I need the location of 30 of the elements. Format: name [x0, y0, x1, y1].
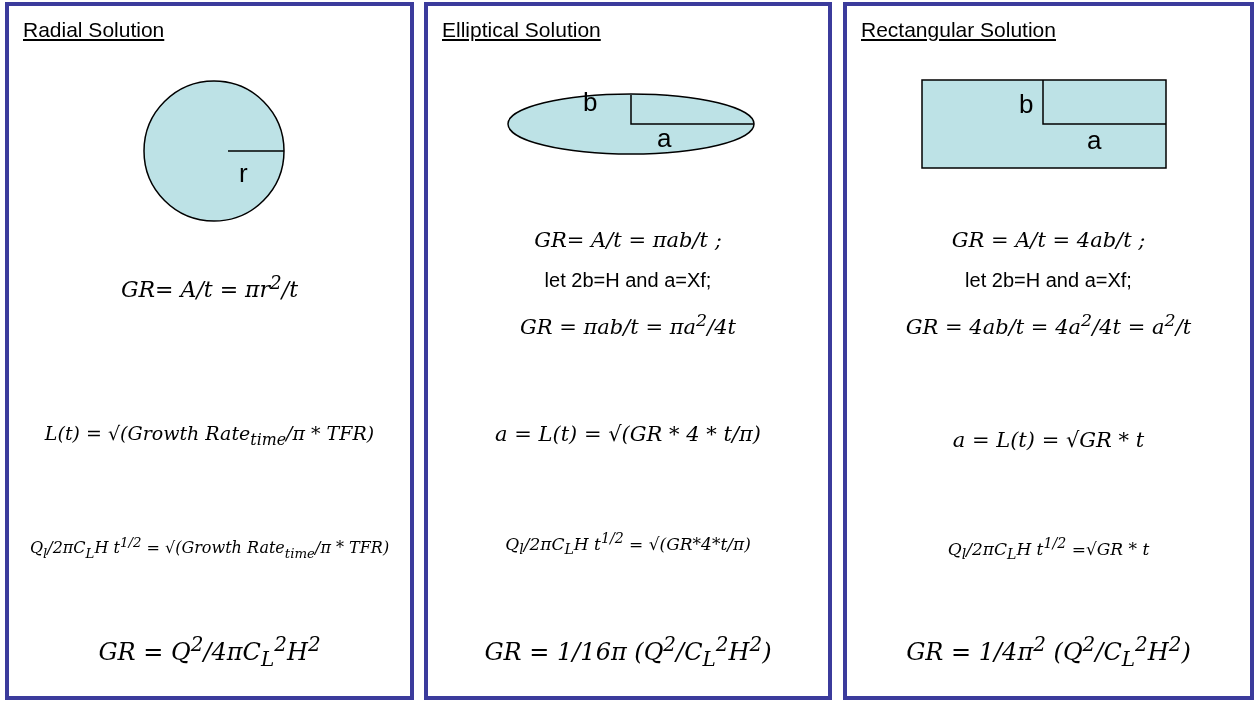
- rect-shape: [921, 79, 1167, 169]
- solution-panel: [5, 2, 414, 700]
- equation-text: L(t) = √(Growth Rate$_{time}$/π * TFR): [44, 422, 375, 449]
- equation-text: GR = 1/16π (Q$^{2}$/C$_{L}$$^{2}$H$^{2}$): [484, 632, 772, 671]
- solution-panel: [843, 2, 1254, 700]
- dimension-label: a: [1087, 127, 1102, 153]
- equation-text: GR= A/t = πr$^{2}$/t: [120, 272, 298, 303]
- note-text: let 2b=H and a=Xf;: [544, 269, 712, 292]
- equation-text: Q$_{l}$/2πC$_{L}$H t$^{1/2}$ =√GR * t: [947, 535, 1150, 563]
- equation-text: GR = Q$^{2}$/4πC$_{L}$$^{2}$H$^{2}$: [98, 632, 321, 671]
- equation-text: GR= A/t = πab/t ;: [534, 228, 722, 252]
- panel-title: Elliptical Solution: [442, 18, 601, 42]
- equation-text: Q$_{l}$/2πC$_{L}$H t$^{1/2}$ = √(GR*4*t/π): [505, 530, 751, 558]
- dimension-label: b: [1019, 91, 1034, 117]
- dimension-label: r: [239, 160, 248, 186]
- equation-text: a = L(t) = √GR * t: [952, 428, 1145, 452]
- solution-panel: [424, 2, 832, 700]
- equation-text: GR = πab/t = πa$^{2}$/4t: [519, 310, 737, 339]
- equation-text: GR = A/t = 4ab/t ;: [951, 228, 1146, 252]
- equation-text: a = L(t) = √(GR * 4 * t/π): [495, 422, 761, 446]
- dimension-label: a: [657, 125, 672, 151]
- ellipse-shape: [507, 93, 755, 155]
- equation-text: GR = 1/4π$^{2}$ (Q$^{2}$/C$_{L}$$^{2}$H$^{2}$): [906, 632, 1191, 671]
- note-text: let 2b=H and a=Xf;: [965, 269, 1132, 292]
- dimension-label: b: [583, 89, 598, 115]
- equation-text: Q$_{l}$/2πC$_{L}$H t$^{1/2}$ = √(Growth Rate$_{time}$/π * TFR): [29, 535, 390, 561]
- circle-shape: [143, 80, 285, 222]
- panel-title: Rectangular Solution: [861, 18, 1056, 42]
- equation-text: GR = 4ab/t = 4a$^{2}$/4t = a$^{2}$/t: [905, 310, 1192, 339]
- panel-title: Radial Solution: [23, 18, 165, 42]
